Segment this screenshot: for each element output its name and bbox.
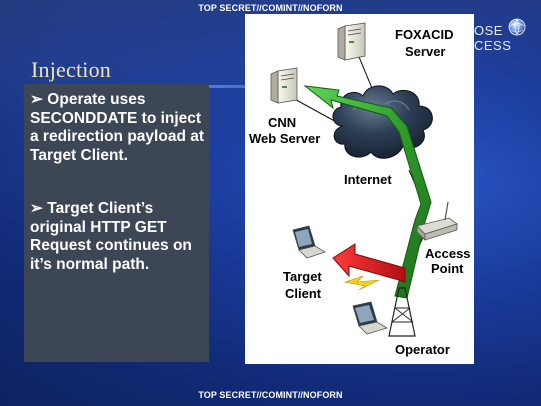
access-point-label-line-2: Point — [431, 261, 464, 276]
internet-label: Internet — [344, 172, 392, 187]
classification-banner-bottom: TOP SECRET//COMINT//NOFORN — [198, 390, 343, 400]
slide-title: Injection — [31, 57, 111, 82]
link-cnn-internet — [288, 95, 341, 125]
internet-cloud-icon — [332, 85, 433, 159]
classification-banner-top: TOP SECRET//COMINT//NOFORN — [198, 3, 343, 13]
operator-tower-icon — [388, 287, 416, 337]
foxacid-label-line-1: FOXACID — [395, 27, 454, 42]
bullet-2: ➢ Target Client’s original HTTP GET Requ… — [30, 200, 192, 273]
operator-laptop-icon — [352, 301, 388, 335]
red-injection-arrow — [332, 243, 406, 283]
cnn-label-line-1: CNN — [268, 115, 296, 130]
foxacid-server-icon — [337, 22, 366, 61]
logo-text-line-2: CESS — [474, 38, 512, 53]
text-panel — [24, 84, 209, 362]
globe-logo-icon — [508, 18, 526, 36]
access-point-label-line-1: Access — [425, 246, 471, 261]
access-point-icon — [416, 201, 458, 241]
operator-label: Operator — [395, 342, 450, 357]
bullet-1: ➢ Operate uses SECONDDATE to inject a re… — [30, 91, 204, 164]
network-diagram: FOXACID Server CNN Web Server Internet — [245, 14, 474, 364]
target-client-label-line-2: Client — [285, 286, 322, 301]
wireless-bolt-icon — [343, 275, 380, 291]
cnn-server-icon — [270, 67, 298, 104]
logo-text-line-1: OSE — [474, 23, 503, 38]
green-request-arrow — [303, 85, 432, 299]
foxacid-label-line-2: Server — [405, 44, 445, 59]
cnn-label-line-2: Web Server — [249, 131, 320, 146]
target-laptop-icon — [292, 225, 326, 259]
target-client-label-line-1: Target — [283, 269, 322, 284]
